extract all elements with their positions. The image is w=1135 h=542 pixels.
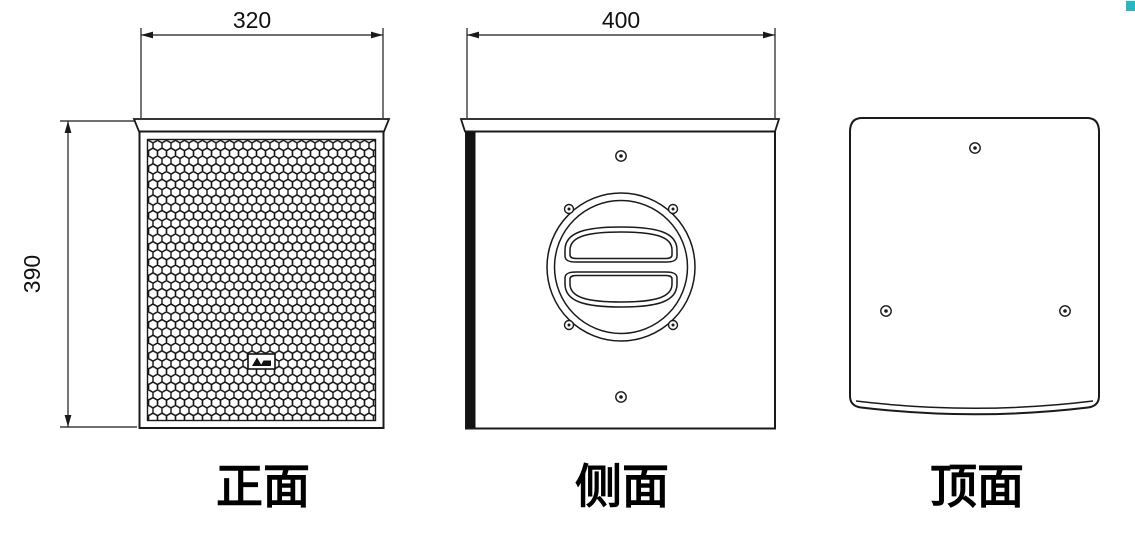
side-cabinet [459, 118, 781, 430]
corner-artifact-mark [1126, 1, 1135, 11]
arrowhead-left [467, 31, 479, 39]
screw-head-icon-top [615, 150, 627, 162]
plate-inner-circle [553, 199, 689, 335]
front-edge-curve [855, 400, 1094, 409]
screw-head-icon-plate-bl [563, 319, 575, 331]
screw-head-icon-right [1059, 305, 1071, 317]
cabinet-top-edge [459, 118, 781, 133]
front-view-label: 正面 [216, 460, 310, 513]
brand-logo [247, 353, 276, 370]
cabinet-panel [465, 130, 776, 430]
arrowhead-top [64, 121, 72, 133]
front-height-dimension: 390 [19, 120, 137, 428]
handle-slot-top-inner [569, 231, 673, 260]
side-width-value: 400 [602, 7, 640, 33]
handle-plate [546, 192, 696, 342]
grille-edge-strip [466, 132, 476, 428]
screw-head-icon-plate-tl [563, 203, 575, 215]
arrowhead-bottom [64, 415, 72, 427]
side-view-label: 侧面 [575, 460, 669, 513]
screw-head-icon-plate-br [667, 319, 679, 331]
front-view: 320 390 正面 [19, 7, 391, 513]
screw-head-icon-plate-tr [667, 203, 679, 215]
screw-head-icon-top-center [969, 142, 981, 154]
top-cabinet [849, 117, 1100, 416]
front-width-dimension: 320 [140, 7, 384, 118]
arrowhead-right [371, 31, 383, 39]
top-view-label: 顶面 [930, 460, 1024, 513]
top-view: 顶面 [849, 117, 1100, 513]
arrowhead-right [763, 31, 775, 39]
screw-head-icon-bottom [615, 391, 627, 403]
arrowhead-left [141, 31, 153, 39]
front-height-value: 390 [19, 255, 45, 293]
side-width-dimension: 400 [466, 7, 776, 118]
honeycomb-grille [146, 138, 377, 422]
screw-head-icon-left [880, 305, 892, 317]
plate-outer-circle [546, 192, 696, 342]
handle-slot-bottom-inner [569, 274, 673, 303]
handle-slot-top [564, 226, 678, 263]
handle-slot-bottom [564, 271, 678, 308]
front-cabinet [132, 118, 391, 429]
cabinet-top-edge [132, 118, 391, 133]
front-width-value: 320 [233, 7, 271, 33]
side-view: 400 [459, 7, 781, 513]
cabinet-outline [849, 117, 1100, 416]
